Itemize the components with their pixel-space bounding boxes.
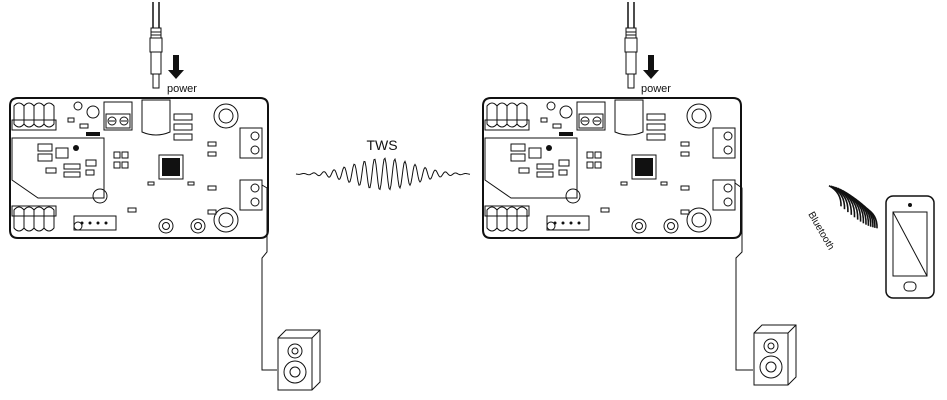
bluetooth-label: Bluetooth — [805, 210, 836, 252]
bluetooth-arc — [847, 193, 867, 225]
bluetooth-arc — [857, 201, 874, 228]
amplifier-board-right — [482, 97, 742, 239]
bluetooth-arc — [851, 195, 870, 226]
speaker-wire-left — [261, 184, 277, 371]
speaker-wire-right — [734, 182, 753, 371]
power-label-left: power — [167, 83, 197, 95]
speaker-left — [277, 329, 321, 391]
power-plug-left — [149, 1, 163, 89]
down-arrow-icon — [643, 55, 659, 79]
power-label-right: power — [641, 83, 671, 95]
power-plug-right — [624, 1, 638, 89]
tws-label: TWS — [366, 137, 397, 153]
bluetooth-arc — [861, 204, 876, 228]
smartphone-icon — [885, 195, 935, 299]
bluetooth-signal-icon — [828, 184, 878, 229]
amplifier-board-left — [9, 97, 269, 239]
bluetooth-arc — [864, 206, 878, 229]
bluetooth-arc — [845, 191, 865, 224]
down-arrow-icon — [168, 55, 184, 79]
speaker-right — [753, 324, 797, 386]
tws-wave — [295, 157, 471, 191]
bluetooth-arc — [854, 198, 872, 227]
